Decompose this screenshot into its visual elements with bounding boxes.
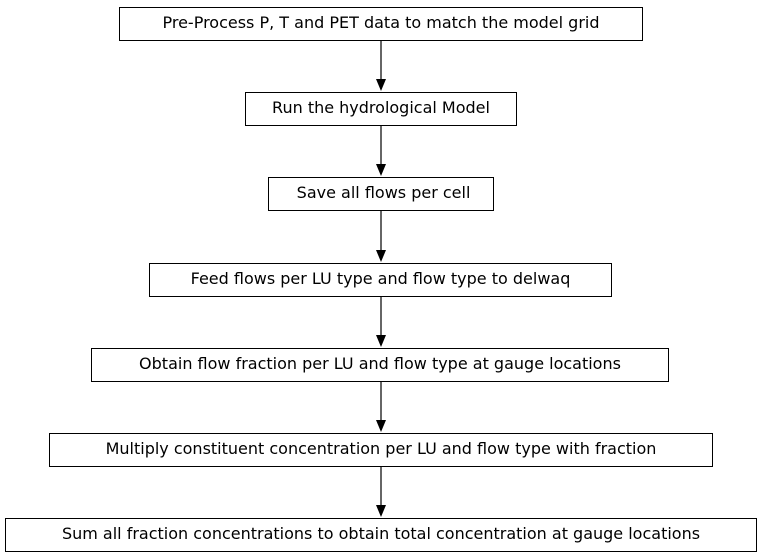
arrowhead-icon	[376, 164, 386, 176]
step-save-flows-per-cell: Save all flows per cell	[268, 177, 494, 211]
step-run-hydrological-model: Run the hydrological Model	[245, 92, 517, 126]
arrowhead-icon	[376, 79, 386, 91]
step-obtain-flow-fraction: Obtain flow fraction per LU and flow typ…	[91, 348, 669, 382]
arrowhead-icon	[376, 420, 386, 432]
step-preprocess-data: Pre-Process P, T and PET data to match t…	[119, 7, 643, 41]
step-sum-fraction-concentrations: Sum all fraction concentrations to obtai…	[5, 518, 757, 552]
arrowhead-icon	[376, 335, 386, 347]
arrowhead-icon	[376, 250, 386, 262]
arrowhead-icon	[376, 505, 386, 517]
step-multiply-concentration: Multiply constituent concentration per L…	[49, 433, 713, 467]
step-feed-flows-to-delwaq: Feed flows per LU type and flow type to …	[149, 263, 612, 297]
